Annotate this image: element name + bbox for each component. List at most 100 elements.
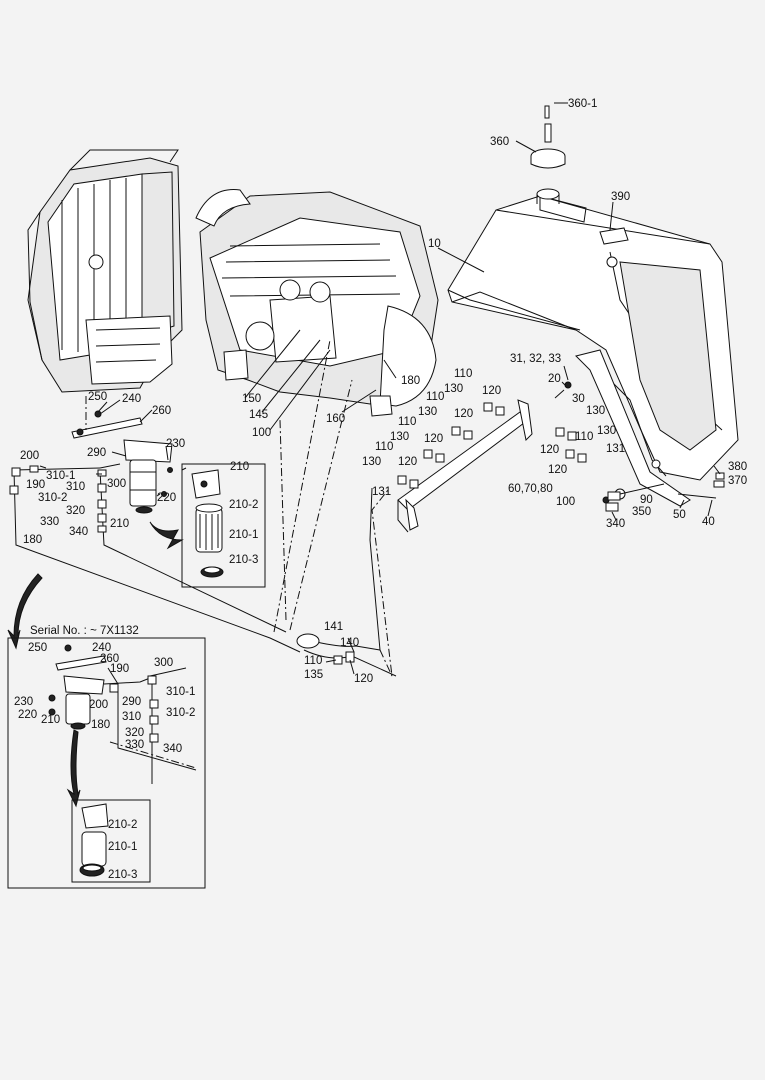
callout-200: 200 bbox=[20, 450, 39, 462]
callout-180: 180 bbox=[401, 375, 420, 387]
callout-310: 310 bbox=[122, 711, 141, 723]
callout-200: 200 bbox=[89, 699, 108, 711]
callout-110: 110 bbox=[454, 368, 472, 380]
filter-detail-box bbox=[181, 463, 266, 588]
callout-210-2: 210-2 bbox=[229, 499, 258, 511]
callout-250: 250 bbox=[88, 391, 107, 403]
part-callouts: 360-1 360 390 10 31, 32, 33 20 30 110 13… bbox=[14, 98, 747, 881]
detail-arrow bbox=[7, 521, 184, 808]
callout-310-1: 310-1 bbox=[166, 686, 195, 698]
callout-210-2: 210-2 bbox=[108, 819, 137, 831]
callout-100: 100 bbox=[556, 496, 575, 508]
callout-120: 120 bbox=[398, 456, 417, 468]
callout-130: 130 bbox=[418, 406, 437, 418]
callout-110: 110 bbox=[575, 431, 593, 443]
callout-290: 290 bbox=[122, 696, 141, 708]
callout-340: 340 bbox=[606, 518, 625, 530]
hose-clips bbox=[397, 381, 610, 504]
callout-160: 160 bbox=[326, 413, 345, 425]
serial-note: Serial No. : ~ 7X1132 bbox=[30, 625, 139, 637]
callout-210-1: 210-1 bbox=[229, 529, 258, 541]
callout-135: 135 bbox=[304, 669, 323, 681]
callout-360: 360 bbox=[490, 136, 509, 148]
callout-10: 10 bbox=[428, 238, 441, 250]
callout-145: 145 bbox=[249, 409, 268, 421]
callout-240: 240 bbox=[92, 642, 111, 654]
callout-220: 220 bbox=[18, 709, 37, 721]
callout-130: 130 bbox=[362, 456, 381, 468]
callout-30: 30 bbox=[572, 393, 585, 405]
callout-141: 141 bbox=[324, 621, 343, 633]
callout-310-1: 310-1 bbox=[46, 470, 75, 482]
callout-310-2: 310-2 bbox=[166, 707, 195, 719]
callout-380: 380 bbox=[728, 461, 747, 473]
callout-210: 210 bbox=[41, 714, 60, 726]
callout-120: 120 bbox=[540, 444, 559, 456]
callout-330: 330 bbox=[40, 516, 59, 528]
callout-310-2: 310-2 bbox=[38, 492, 67, 504]
callout-130: 130 bbox=[597, 425, 616, 437]
callout-130: 130 bbox=[390, 431, 409, 443]
callout-120: 120 bbox=[354, 673, 373, 685]
callout-340: 340 bbox=[163, 743, 182, 755]
callout-220: 220 bbox=[157, 492, 176, 504]
fuel-cap bbox=[530, 105, 566, 169]
callout-131: 131 bbox=[372, 486, 391, 498]
callout-230: 230 bbox=[14, 696, 33, 708]
callout-140: 140 bbox=[340, 637, 359, 649]
callout-210-3: 210-3 bbox=[108, 869, 137, 881]
callout-120: 120 bbox=[548, 464, 567, 476]
callout-131: 131 bbox=[606, 443, 625, 455]
callout-60-70-80: 60,70,80 bbox=[508, 483, 553, 495]
callout-290: 290 bbox=[87, 447, 106, 459]
serial-variant-box bbox=[7, 637, 206, 889]
callout-120: 120 bbox=[482, 385, 501, 397]
fuel-tank bbox=[447, 188, 739, 481]
callout-110: 110 bbox=[426, 391, 444, 403]
callout-210-3: 210-3 bbox=[229, 554, 258, 566]
callout-190: 190 bbox=[26, 479, 45, 491]
callout-110: 110 bbox=[304, 655, 322, 667]
callout-260: 260 bbox=[152, 405, 171, 417]
callout-190: 190 bbox=[110, 663, 129, 675]
callout-180: 180 bbox=[23, 534, 42, 546]
leader-lines bbox=[39, 102, 721, 685]
callout-320: 320 bbox=[66, 505, 85, 517]
fuel-filter-main bbox=[123, 439, 173, 514]
callout-370: 370 bbox=[728, 475, 747, 487]
callout-340: 340 bbox=[69, 526, 88, 538]
callout-390: 390 bbox=[611, 191, 630, 203]
callout-130: 130 bbox=[586, 405, 605, 417]
callout-240: 240 bbox=[122, 393, 141, 405]
callout-90: 90 bbox=[640, 494, 653, 506]
callout-180: 180 bbox=[91, 719, 110, 731]
callout-350: 350 bbox=[632, 506, 651, 518]
rear-rail bbox=[397, 399, 533, 533]
callout-320: 320 bbox=[125, 727, 144, 739]
callout-120: 120 bbox=[424, 433, 443, 445]
hose-clamp bbox=[296, 633, 355, 665]
callout-330: 330 bbox=[125, 739, 144, 751]
callout-210: 210 bbox=[230, 461, 249, 473]
callout-120: 120 bbox=[454, 408, 473, 420]
callout-300: 300 bbox=[107, 478, 126, 490]
callout-230: 230 bbox=[166, 438, 185, 450]
callout-40: 40 bbox=[702, 516, 715, 528]
fittings-left bbox=[9, 465, 107, 533]
callout-20: 20 bbox=[548, 373, 561, 385]
engine-assembly bbox=[195, 189, 439, 417]
callout-210: 210 bbox=[110, 518, 129, 530]
callout-31-32-33: 31, 32, 33 bbox=[510, 353, 561, 365]
callout-130: 130 bbox=[444, 383, 463, 395]
callout-300: 300 bbox=[154, 657, 173, 669]
callout-150: 150 bbox=[242, 393, 261, 405]
callout-260: 260 bbox=[100, 653, 119, 665]
callout-50: 50 bbox=[673, 509, 686, 521]
callout-110: 110 bbox=[398, 416, 416, 428]
radiator-assembly bbox=[27, 149, 183, 393]
callout-100: 100 bbox=[252, 427, 271, 439]
callout-250: 250 bbox=[28, 642, 47, 654]
mount-bolts bbox=[605, 472, 725, 512]
filter-bracket bbox=[71, 396, 143, 439]
